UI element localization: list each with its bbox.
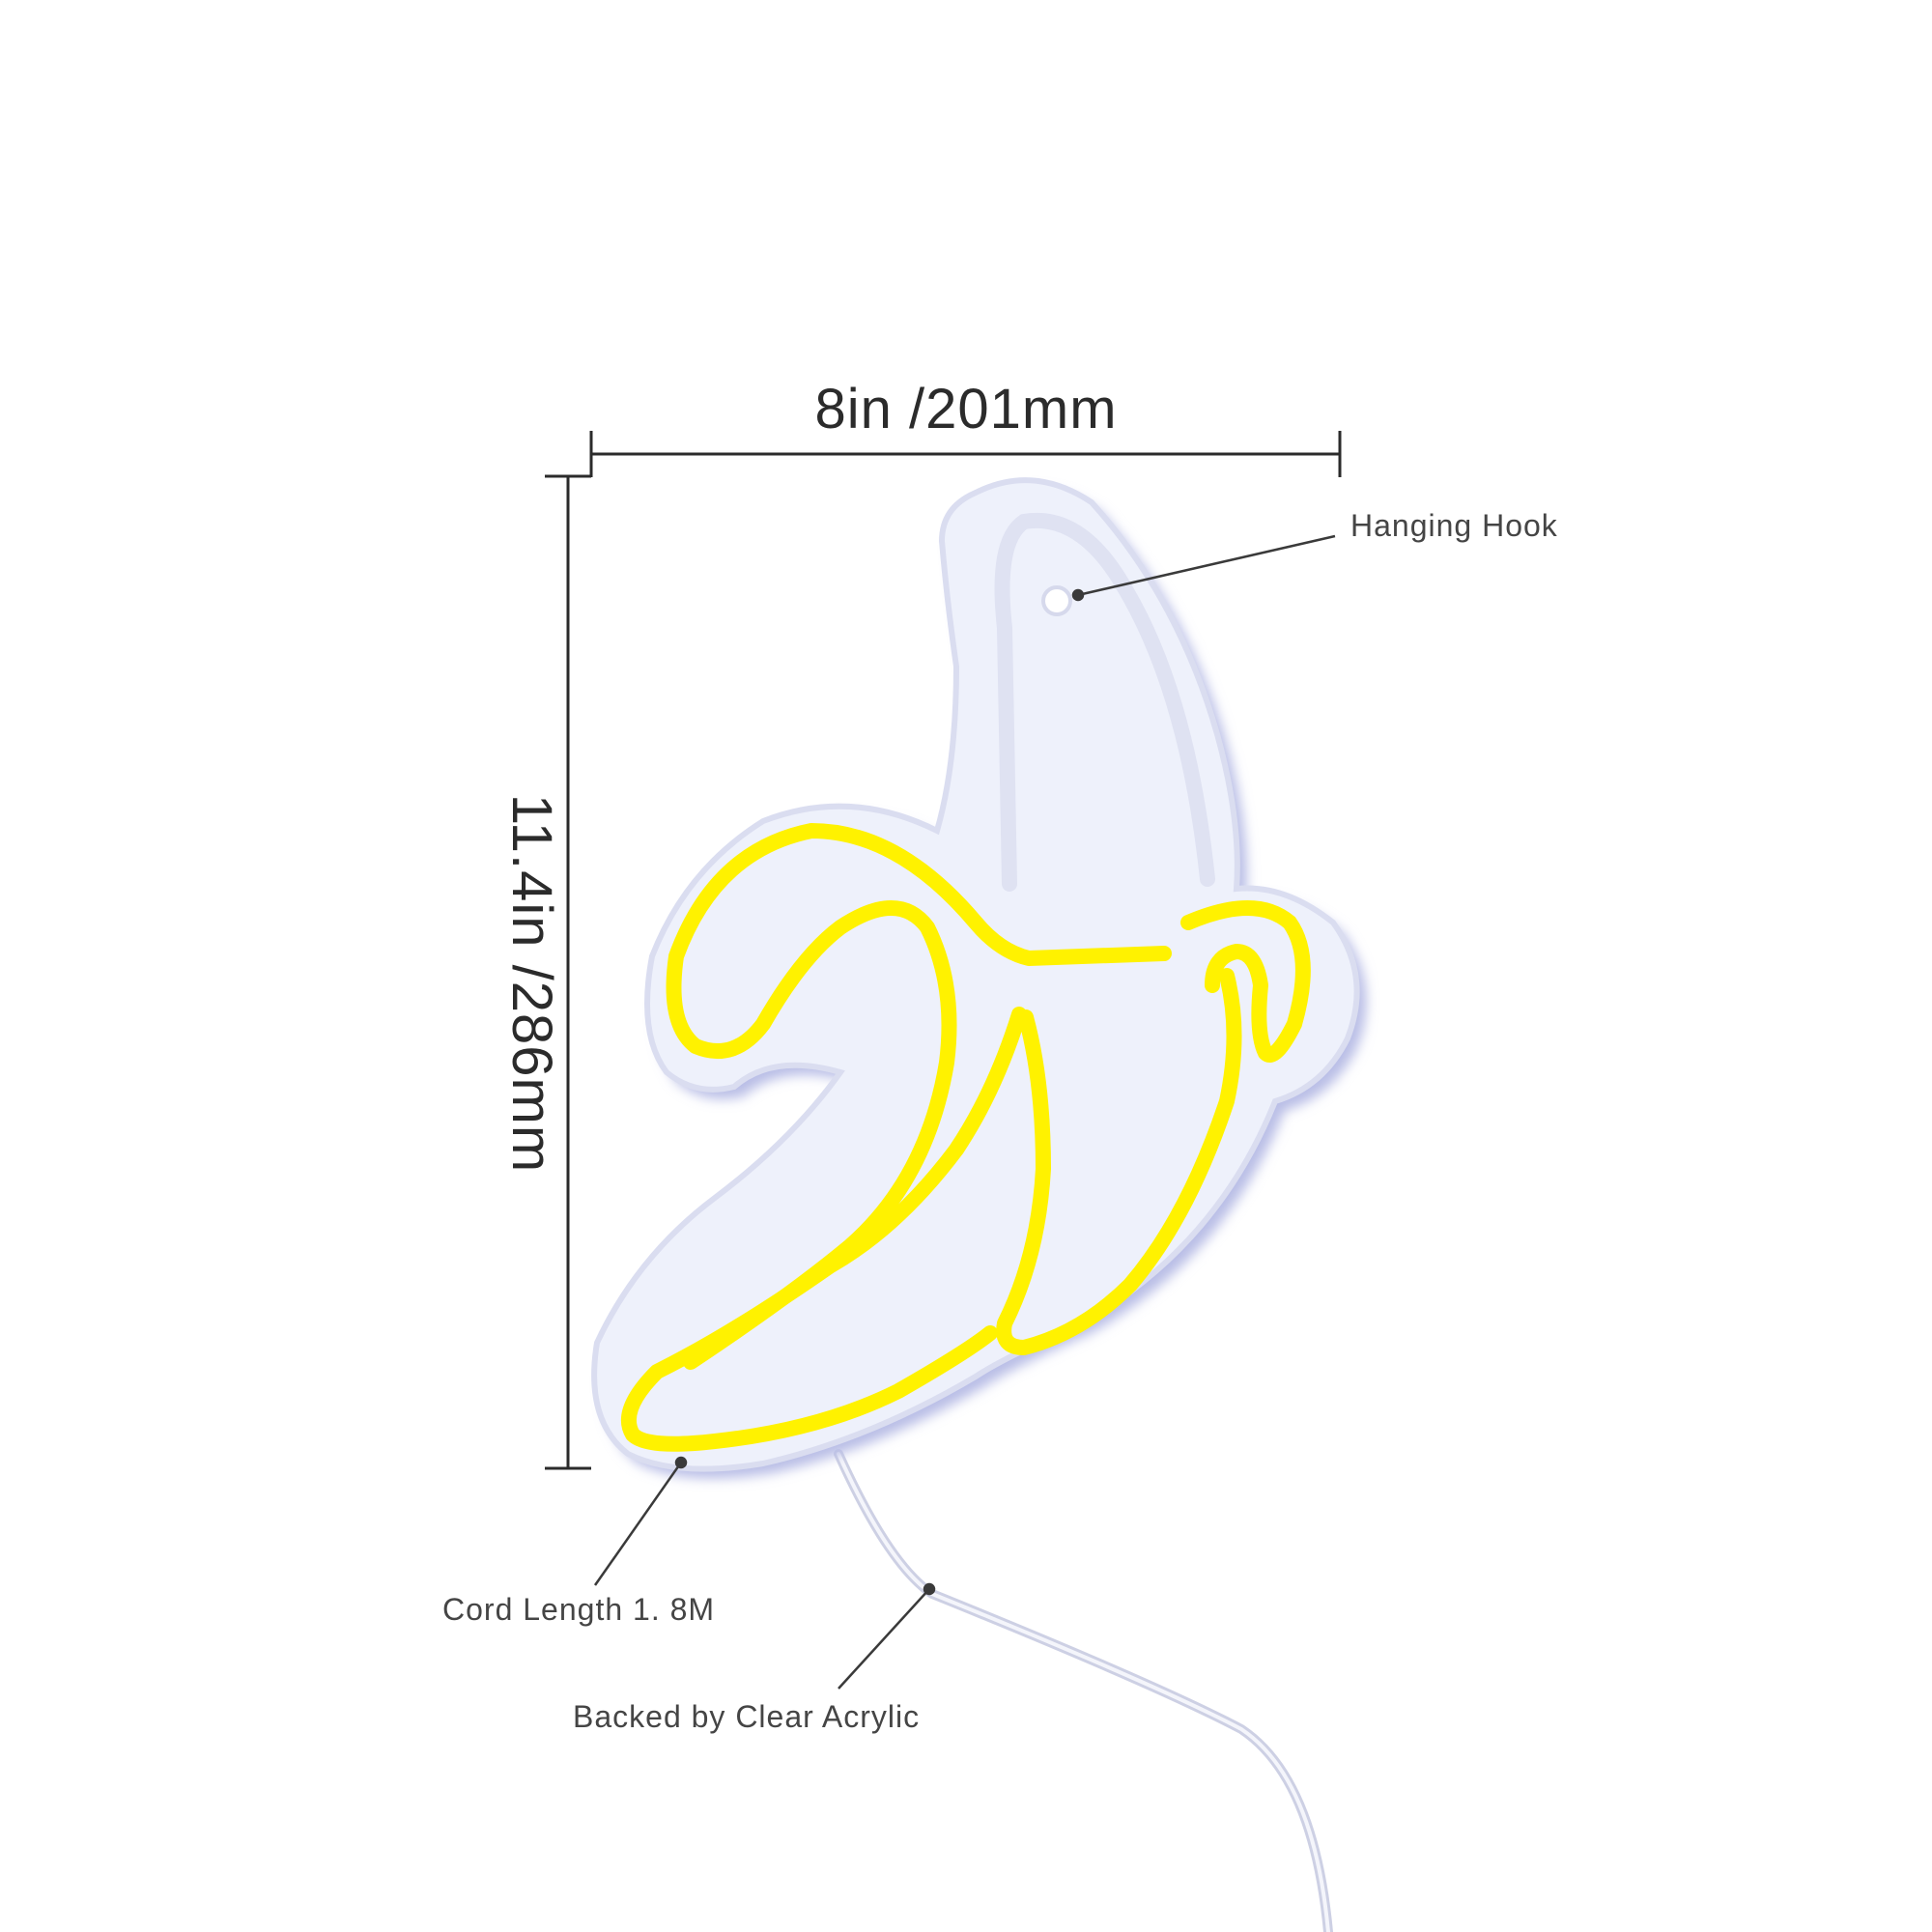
power-cord [834, 1449, 1333, 1932]
width-dimension-line [589, 431, 1342, 477]
hanging-hook-label: Hanging Hook [1350, 508, 1558, 543]
acrylic-backing [591, 477, 1367, 1479]
neon-tube [621, 823, 1311, 1452]
backing-label: Backed by Clear Acrylic [573, 1699, 921, 1734]
hanging-hook-hole [1041, 585, 1072, 616]
power-cord-highlight [837, 1452, 1330, 1932]
cord-length-label: Cord Length 1. 8M [442, 1592, 716, 1627]
height-dimension-label: 11.4in /286mm [500, 793, 563, 1174]
height-dimension-line [545, 474, 591, 1470]
callout-leaders [593, 534, 1336, 1690]
width-dimension-label: 8in /201mm [814, 378, 1118, 440]
